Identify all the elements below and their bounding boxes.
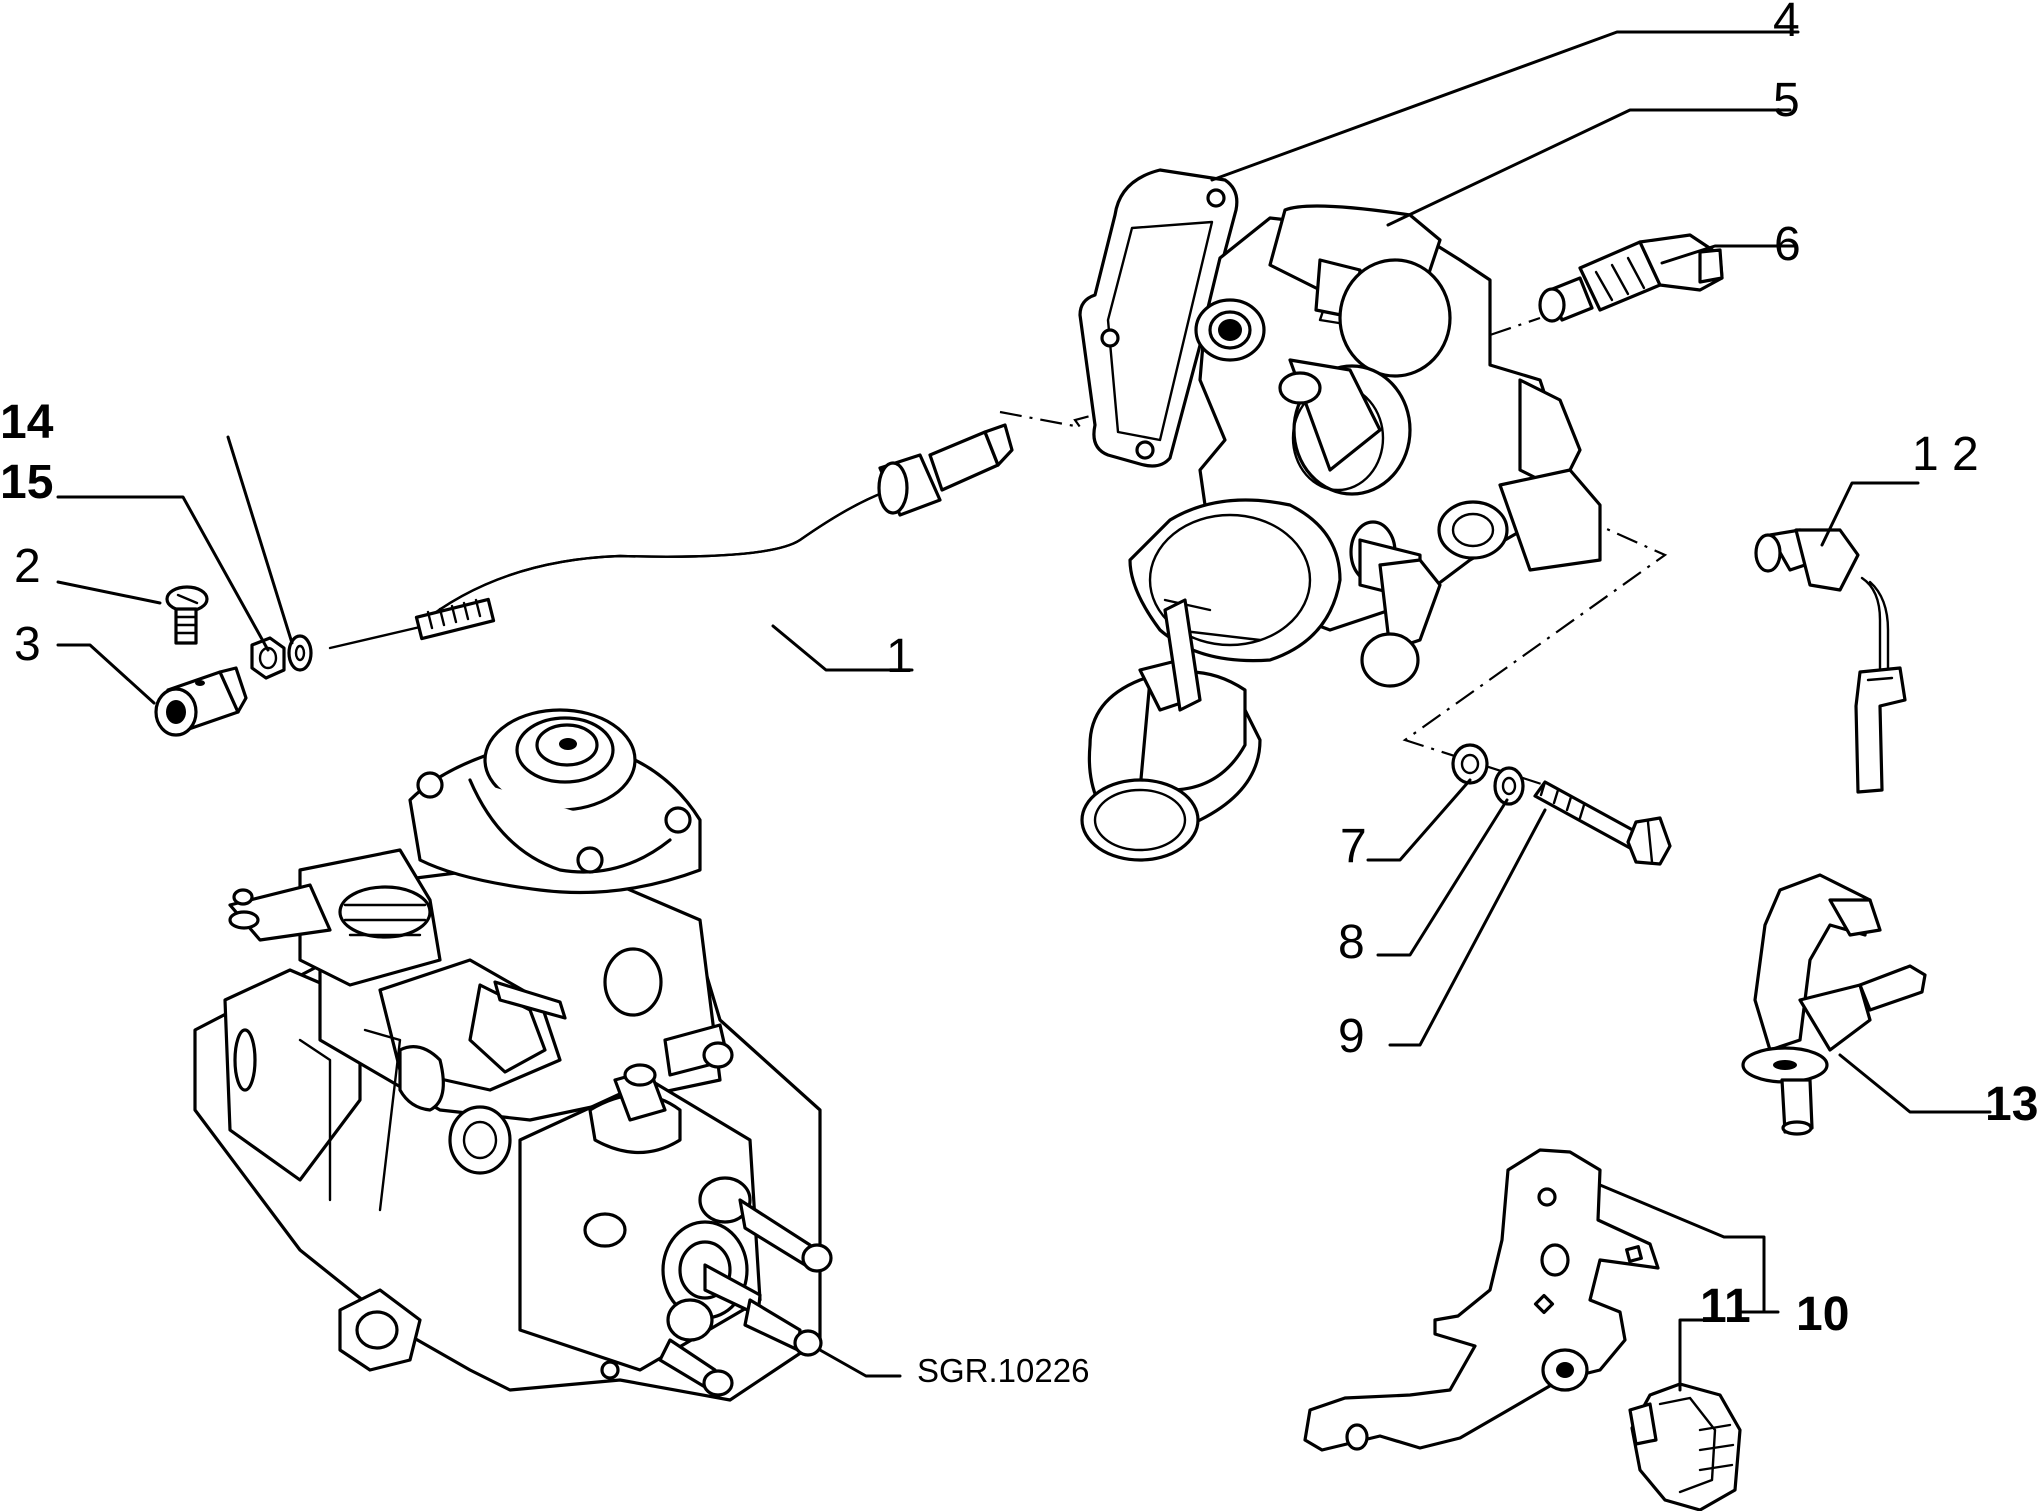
part-7-washer <box>1451 743 1489 785</box>
drawing-reference-code: SGR.10226 <box>917 1352 1089 1389</box>
callout-13: 13 <box>1985 1078 2037 1131</box>
part-10-bracket <box>1303 1148 1660 1452</box>
part-5-thermostat-housing <box>1080 204 1602 862</box>
callout-14: 14 <box>0 396 54 449</box>
injection-pump-assembly <box>193 708 833 1402</box>
part-1-sensor-cable <box>328 423 1014 650</box>
part-15-nut <box>250 636 286 680</box>
part-9-bolt <box>1533 780 1672 866</box>
callout-5: 5 <box>1773 74 1800 127</box>
callout-12: 1 2 <box>1912 428 1979 481</box>
part-4-gasket <box>1078 168 1239 468</box>
part-12-sensor <box>1754 528 1907 794</box>
part-8-washer <box>1493 766 1525 806</box>
callout-9: 9 <box>1338 1010 1365 1063</box>
callout-10: 10 <box>1796 1288 1849 1341</box>
callout-6: 6 <box>1774 218 1801 271</box>
callout-11: 11 <box>1700 1280 1751 1333</box>
part-13-clip-sensor <box>1741 873 1927 1136</box>
callout-15: 15 <box>0 456 53 509</box>
part-3-sleeve <box>154 666 248 737</box>
part-11-connector <box>1628 1382 1742 1511</box>
callout-4: 4 <box>1773 0 1800 47</box>
part-2-screw <box>165 585 209 645</box>
callout-8: 8 <box>1338 916 1365 969</box>
callout-leader-lines <box>56 30 1992 1392</box>
part-6-sender-switch <box>1538 233 1724 323</box>
callout-7: 7 <box>1340 820 1367 873</box>
callout-3: 3 <box>14 618 41 671</box>
callout-2: 2 <box>14 540 41 593</box>
part-14-washer <box>287 634 313 672</box>
callout-labels: 1 2 3 4 5 6 7 8 9 10 11 1 2 13 14 15 SGR… <box>0 0 2037 1389</box>
callout-1: 1 <box>886 630 913 683</box>
